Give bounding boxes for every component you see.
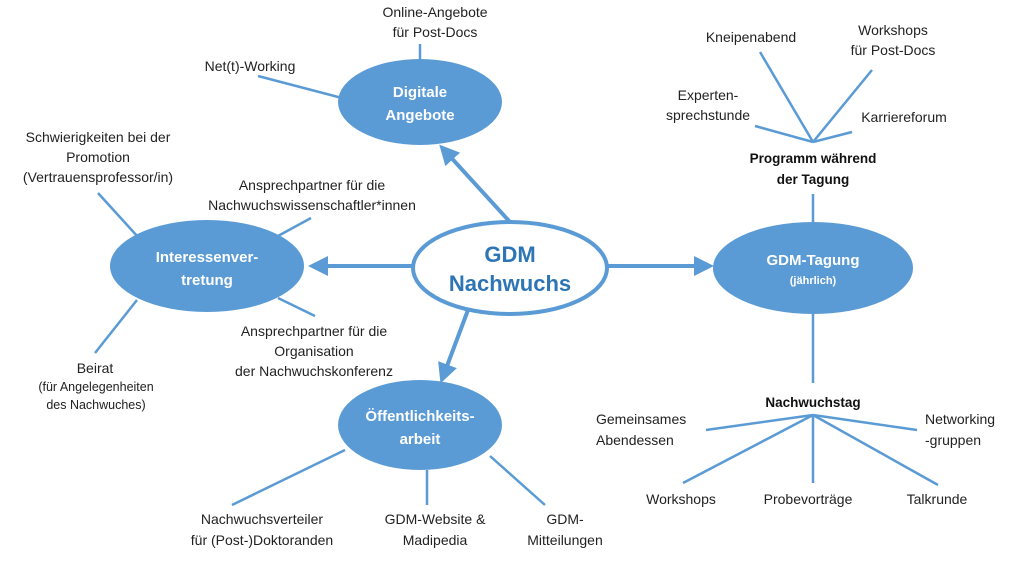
node-label: tretung <box>181 272 233 289</box>
label: Mitteilungen <box>527 532 603 548</box>
label: Beirat <box>77 360 114 376</box>
node-interessenvertretung: Interessenver- tretung <box>110 220 304 312</box>
center-subtitle: Nachwuchs <box>449 271 571 296</box>
label: Madipedia <box>403 532 468 548</box>
oeffentlich-labels: Nachwuchsverteiler für (Post-)Doktorande… <box>191 511 603 548</box>
label: Schwierigkeiten bei der <box>26 129 171 145</box>
label: Workshops <box>646 491 716 507</box>
label: Nachwuchstag <box>765 395 860 410</box>
node-gdm-tagung: GDM-Tagung (jährlich) <box>713 222 913 314</box>
center-title: GDM <box>484 242 535 267</box>
label: Gemeinsames <box>596 411 686 427</box>
node-label: arbeit <box>400 431 441 448</box>
label: der Tagung <box>777 172 850 187</box>
tagung-labels: Kneipenabend Workshops für Post-Docs Exp… <box>596 22 995 507</box>
label: Networking <box>925 411 995 427</box>
node-label: Digitale <box>393 84 447 101</box>
label: Abendessen <box>596 432 674 448</box>
label: für Post-Docs <box>393 24 478 40</box>
arrow-to-digitale <box>439 144 512 224</box>
node-label: Interessenver- <box>156 249 259 266</box>
label: Ansprechpartner für die <box>239 177 386 193</box>
arrow-to-oeffentlich <box>438 309 470 384</box>
label: Talkrunde <box>907 491 968 507</box>
label: Nachwuchsverteiler <box>201 511 323 527</box>
label: Kneipenabend <box>706 29 796 45</box>
label: Experten- <box>678 87 739 103</box>
label: für Post-Docs <box>851 42 936 58</box>
label: Net(t)-Working <box>205 58 296 74</box>
label: Karriereforum <box>861 109 947 125</box>
label: Probevorträge <box>764 491 853 507</box>
node-center: GDM Nachwuchs <box>411 220 609 316</box>
label: -gruppen <box>925 432 981 448</box>
label: GDM- <box>546 511 584 527</box>
node-label: (jährlich) <box>790 275 837 287</box>
label: Online-Angebote <box>382 4 487 20</box>
interessen-labels: Schwierigkeiten bei der Promotion (Vertr… <box>23 129 416 412</box>
label: Nachwuchswissenschaftler*innen <box>208 197 416 213</box>
label: Programm während <box>750 151 877 166</box>
label: (für Angelegenheiten <box>38 380 153 394</box>
label: sprechstunde <box>666 107 750 123</box>
node-label: Angebote <box>385 107 454 124</box>
label: Organisation <box>274 343 353 359</box>
node-digitale-angebote: Digitale Angebote <box>338 59 502 145</box>
label: des Nachwuches) <box>46 398 145 412</box>
label: Promotion <box>66 149 130 165</box>
connector-lines <box>94 44 939 507</box>
digitale-labels: Online-Angebote für Post-Docs Net(t)-Wor… <box>205 4 488 74</box>
label: (Vertrauensprofessor/in) <box>23 169 173 185</box>
node-label: GDM-Tagung <box>766 252 859 269</box>
label: der Nachwuchskonferenz <box>235 363 393 379</box>
label: Workshops <box>858 22 928 38</box>
label: für (Post-)Doktoranden <box>191 532 333 548</box>
label: GDM-Website & <box>385 511 487 527</box>
node-oeffentlichkeitsarbeit: Öffentlichkeits- arbeit <box>338 380 502 470</box>
node-label: Öffentlichkeits- <box>365 408 474 425</box>
label: Ansprechpartner für die <box>241 323 388 339</box>
